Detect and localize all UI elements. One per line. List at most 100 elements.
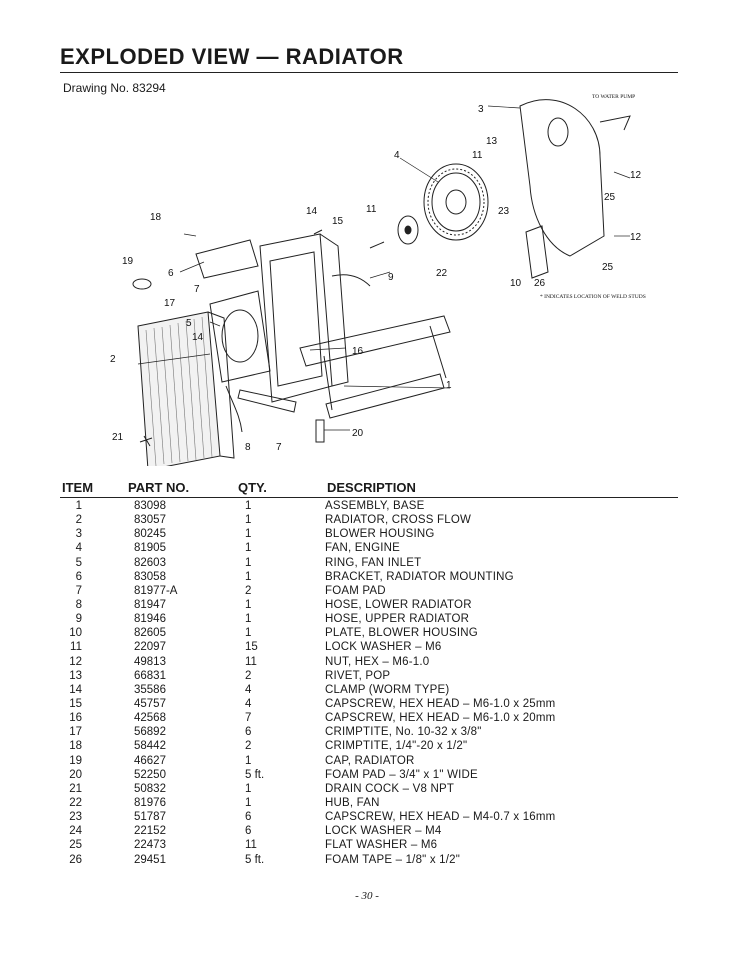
description-cell: NUT, HEX – M6-1.0 [325, 655, 430, 668]
engine-fan [423, 163, 489, 241]
item-cell: 3 [75, 528, 82, 541]
qty-cell: 1 [245, 613, 252, 626]
callout-leaders [137, 105, 631, 431]
callout-13: 13 [486, 136, 498, 147]
callout-numbers: 1 2 3 4 5 6 7 7 8 9 10 11 11 12 12 13 14… [110, 94, 646, 453]
qty-cell: 2 [245, 669, 252, 682]
to-water-pump-label: TO WATER PUMP [592, 94, 635, 100]
fan-hub [397, 215, 419, 245]
part-number-cell: 49813 [134, 655, 166, 668]
qty-cell: 7 [245, 712, 252, 725]
item-cell: 10 [69, 627, 82, 640]
description-cell: RIVET, POP [325, 669, 391, 682]
description-cell: FOAM TAPE – 1/8" x 1/2" [325, 853, 461, 866]
part-number-cell: 81977-A [134, 584, 178, 597]
callout-12b: 12 [630, 232, 642, 243]
part-number-cell: 81947 [134, 598, 166, 611]
item-cell: 9 [75, 613, 82, 626]
description-cell: DRAIN COCK – V8 NPT [325, 782, 455, 795]
description-cell: BRACKET, RADIATOR MOUNTING [325, 570, 514, 583]
lower-hose [225, 385, 243, 433]
qty-cell: 4 [245, 683, 252, 696]
description-cell: CLAMP (WORM TYPE) [325, 683, 450, 696]
callout-18: 18 [150, 212, 162, 223]
blower-plate-frame [259, 233, 349, 403]
part-number-cell: 83058 [134, 570, 166, 583]
description-cell: FOAM PAD – 3/4" x 1" WIDE [325, 768, 478, 781]
qty-cell: 1 [245, 542, 252, 555]
qty-cell: 15 [245, 641, 258, 654]
item-cell: 4 [75, 542, 82, 555]
description-cell: HUB, FAN [325, 796, 380, 809]
item-cell: 24 [69, 825, 82, 838]
drawing-number: Drawing No. 83294 [63, 81, 166, 95]
part-number-cell: 51787 [134, 811, 166, 824]
item-cell: 6 [75, 570, 82, 583]
callout-7b: 7 [276, 442, 282, 453]
part-number-cell: 52250 [134, 768, 166, 781]
fan-inlet-ring [209, 290, 271, 383]
callout-1: 1 [446, 380, 452, 391]
foam-pad-upper [195, 239, 259, 279]
qty-cell: 1 [245, 514, 252, 527]
callout-14a: 14 [306, 206, 318, 217]
description-cell: BLOWER HOUSING [325, 528, 435, 541]
part-number-cell: 81905 [134, 542, 166, 555]
item-cell: 20 [69, 768, 82, 781]
description-cell: CRIMPTITE, No. 10-32 x 3/8" [325, 726, 482, 739]
page-number: - 30 - [355, 890, 379, 902]
base-assembly [299, 315, 451, 419]
table-row: 9 81946 1 HOSE, UPPER RADIATOR [0, 612, 734, 626]
part-number-cell: 22473 [134, 839, 166, 852]
weld-studs-note: * INDICATES LOCATION OF WELD STUDS [540, 294, 646, 300]
callout-4: 4 [394, 150, 400, 161]
item-cell: 22 [69, 796, 82, 809]
callout-9: 9 [388, 272, 394, 283]
part-number-cell: 81946 [134, 613, 166, 626]
qty-cell: 1 [245, 556, 252, 569]
item-cell: 25 [69, 839, 82, 852]
part-number-cell: 35586 [134, 683, 166, 696]
callout-17: 17 [164, 298, 176, 309]
callout-23: 23 [498, 206, 510, 217]
callout-19: 19 [122, 256, 134, 267]
description-cell: HOSE, UPPER RADIATOR [325, 613, 470, 626]
qty-cell: 4 [245, 697, 252, 710]
callout-20: 20 [352, 428, 364, 439]
blower-housing [519, 99, 631, 257]
qty-cell: 5 ft. [245, 768, 265, 781]
radiator-cap [132, 278, 152, 290]
description-cell: HOSE, LOWER RADIATOR [325, 598, 472, 611]
description-cell: ASSEMBLY, BASE [325, 500, 425, 512]
qty-cell: 1 [245, 528, 252, 541]
callout-25a: 25 [604, 192, 616, 203]
col-header-desc: DESCRIPTION [327, 480, 416, 495]
blower-plate [525, 225, 549, 279]
callout-3: 3 [478, 104, 484, 115]
item-cell: 2 [75, 514, 82, 527]
capscrews [313, 229, 385, 249]
callout-8: 8 [245, 442, 251, 453]
foam-pad-lower [237, 389, 297, 413]
drain-cock [139, 435, 153, 447]
part-number-cell: 45757 [134, 697, 166, 710]
callout-6: 6 [168, 268, 174, 279]
col-header-item: ITEM [62, 480, 94, 495]
part-number-cell: 22152 [134, 825, 166, 838]
qty-cell: 2 [245, 740, 252, 753]
